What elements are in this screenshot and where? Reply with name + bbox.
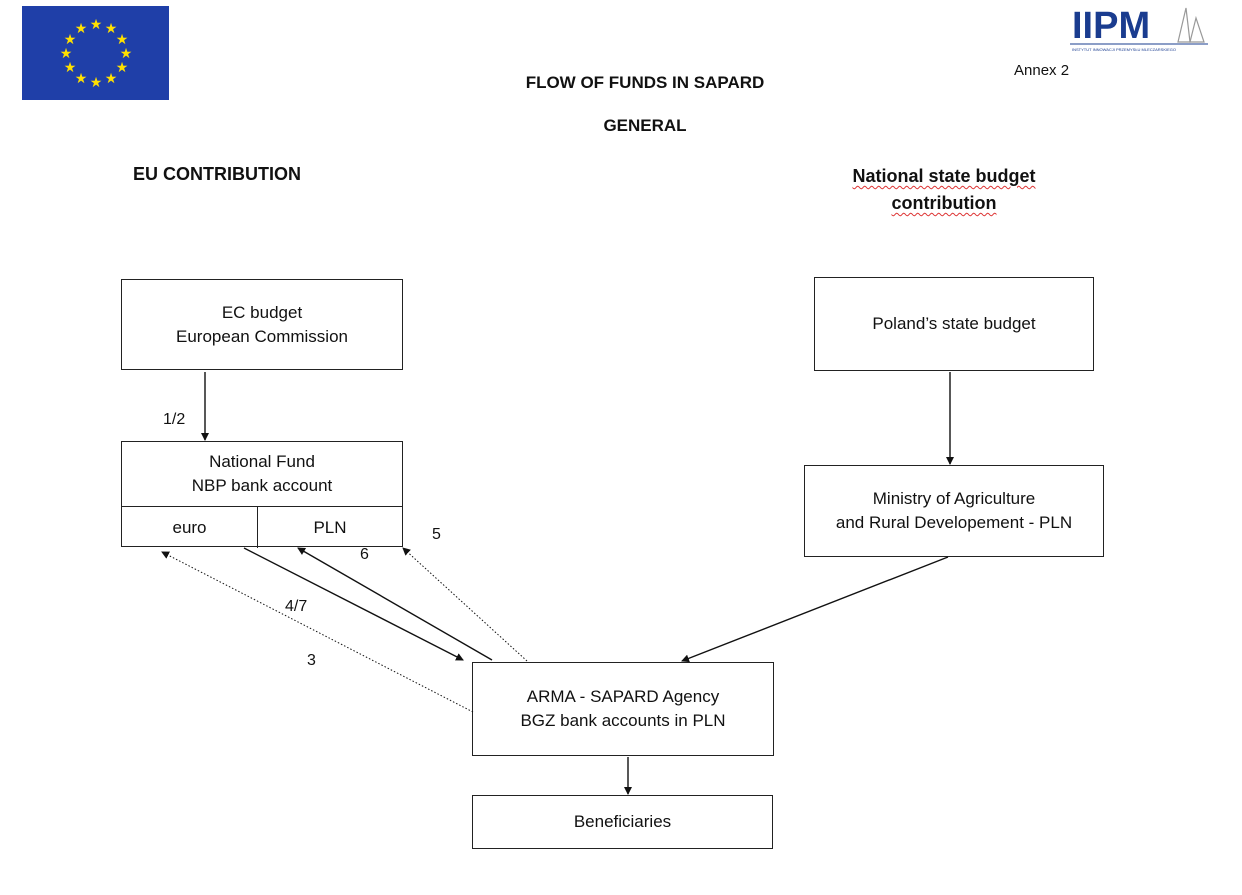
arma-label-line2: BGZ bank accounts in PLN [520, 711, 726, 730]
ministry-label-line1: Ministry of Agriculture [872, 489, 1036, 508]
edge-label-3: 3 [307, 652, 316, 669]
pln-account-cell: PLN [258, 507, 402, 548]
pln-label: PLN [313, 517, 347, 537]
eu-contribution-heading: EU CONTRIBUTION [133, 164, 301, 184]
arrow-arma-to-pln [297, 547, 493, 661]
iipm-logo: IIPM INSTYTUT INNOWACJI PRZEMYSŁU MLECZA… [1066, 0, 1212, 58]
national-heading-line2: contribution [891, 193, 997, 213]
euro-label: euro [172, 517, 207, 537]
svg-text:★: ★ [116, 32, 129, 48]
ec-commission-label: European Commission [176, 326, 348, 346]
svg-text:★: ★ [90, 17, 103, 33]
annex-label: Annex 2 [1014, 62, 1070, 79]
arrow-arma-to-euro-dotted [161, 551, 474, 713]
page-subtitle: GENERAL [603, 116, 687, 135]
arma-label-line1: ARMA - SAPARD Agency [526, 687, 720, 706]
svg-text:★: ★ [116, 60, 129, 76]
arrow-ministry-to-arma [681, 556, 949, 663]
edge-label-1-2: 1/2 [163, 411, 186, 428]
poland-state-budget-box: Poland’s state budget [814, 277, 1094, 371]
ec-budget-box: EC budget European Commission [121, 279, 403, 370]
eu-stars-icon: ★ ★ ★ ★ ★ ★ ★ ★ ★ ★ ★ ★ [60, 17, 133, 91]
svg-text:★: ★ [90, 75, 103, 91]
logo-caption: INSTYTUT INNOWACJI PRZEMYSŁU MLECZARSKIE… [1072, 47, 1176, 52]
ministry-box: Ministry of Agriculture and Rural Develo… [804, 465, 1104, 557]
svg-text:★: ★ [64, 32, 77, 48]
poland-state-budget-label: Poland’s state budget [872, 314, 1036, 333]
beneficiaries-label: Beneficiaries [573, 812, 672, 831]
edge-label-4-7: 4/7 [285, 598, 308, 615]
national-fund-box: National Fund NBP bank account euro PLN [121, 441, 403, 548]
svg-text:★: ★ [60, 46, 73, 62]
svg-text:★: ★ [105, 21, 118, 37]
edge-label-6: 6 [360, 546, 369, 563]
national-heading-line1: National state budget [852, 166, 1036, 186]
arma-agency-box: ARMA - SAPARD Agency BGZ bank accounts i… [472, 662, 774, 756]
svg-text:★: ★ [64, 60, 77, 76]
page-title: FLOW OF FUNDS IN SAPARD [525, 73, 765, 92]
nbp-account-label: NBP bank account [191, 476, 333, 495]
euro-account-cell: euro [122, 507, 258, 548]
svg-text:★: ★ [75, 21, 88, 37]
national-contribution-heading: National state budget contribution [808, 163, 1080, 217]
eu-flag-logo: ★ ★ ★ ★ ★ ★ ★ ★ ★ ★ ★ ★ [22, 6, 169, 100]
svg-text:★: ★ [120, 46, 133, 62]
logo-text: IIPM [1072, 5, 1150, 47]
arrow-euro-to-arma [243, 547, 464, 661]
ec-budget-label: EC budget [221, 302, 303, 322]
national-fund-label: National Fund [209, 452, 315, 471]
ministry-label-line2: and Rural Developement - PLN [835, 513, 1073, 532]
beneficiaries-box: Beneficiaries [472, 795, 773, 849]
svg-text:★: ★ [75, 71, 88, 87]
svg-text:★: ★ [105, 71, 118, 87]
edge-label-5: 5 [432, 526, 441, 543]
